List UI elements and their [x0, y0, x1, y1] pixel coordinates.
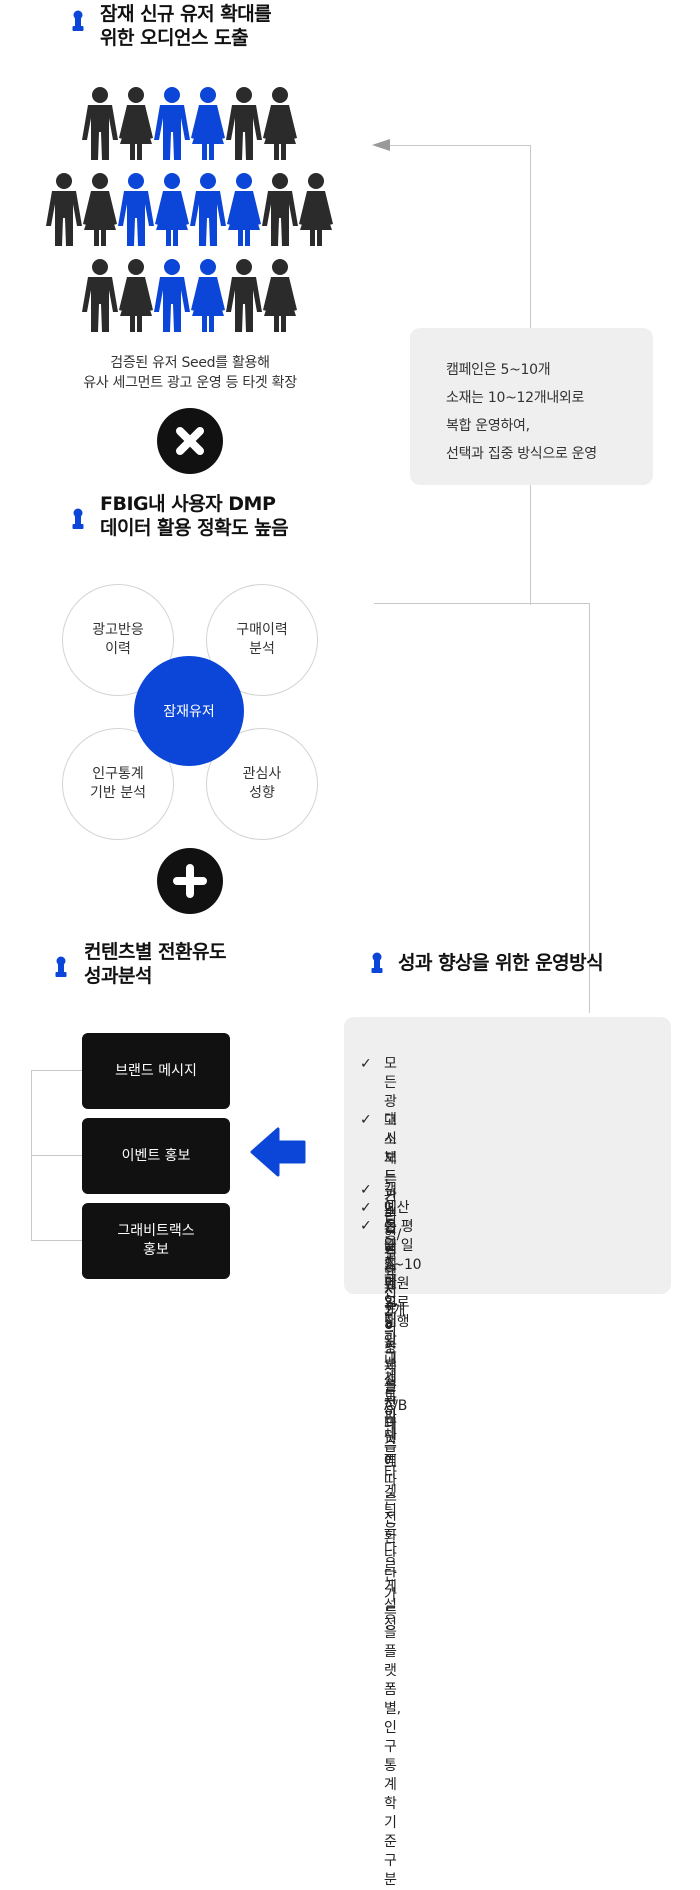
person-icon — [155, 173, 189, 246]
person-icon — [263, 259, 297, 332]
section1-title: 잠재 신규 유저 확대를 위한 오디언스 도출 — [100, 3, 272, 49]
times-icon — [157, 408, 223, 474]
note-line: 복합 운영하여, — [446, 418, 530, 434]
section3-title: 컨텐츠별 전환유도 성과분석 — [84, 941, 226, 987]
section1-caption-line1: 검증된 유저 Seed를 활용해 — [110, 355, 270, 371]
content-box-event-promo: 이벤트 홍보 — [82, 1118, 230, 1194]
circle-ad-response-history: 광고반응 이력 — [62, 584, 174, 696]
bracket-line — [31, 1240, 82, 1241]
connector-line — [589, 603, 590, 1013]
campaign-note-box: 캠페인은 5~10개 소재는 10~12개내외로 복합 운영하여, 선택과 집중… — [410, 328, 653, 485]
operation-method-box: ✓ 모든 광고 소재는 기본형/컬렉션 2개의 소재를 A/B테스트 ✓ 대시보… — [344, 1017, 671, 1888]
checkmark-icon: ✓ — [360, 1182, 372, 1198]
person-icon — [226, 87, 262, 160]
checkmark-icon: ✓ — [360, 1112, 372, 1128]
checkmark-icon: ✓ — [360, 1218, 372, 1234]
note-line: 캠페인은 5~10개 — [446, 362, 551, 378]
person-icon — [191, 259, 225, 332]
content-box-brand-message: 브랜드 메시지 — [82, 1033, 230, 1109]
person-icon — [83, 173, 117, 246]
person-icon — [263, 87, 297, 160]
person-icon — [154, 87, 190, 160]
note-line: 소재는 10~12개내외로 — [446, 390, 585, 406]
section1-caption-line2: 유사 세그먼트 광고 운영 등 타겟 확장 — [83, 375, 297, 391]
section2-title: FBIG내 사용자 DMP 데이터 활용 정확도 높음 — [100, 493, 289, 539]
arrow-left-icon — [250, 1127, 306, 1177]
person-icon — [190, 173, 226, 246]
person-icon — [119, 87, 153, 160]
note-line: 선택과 집중 방식으로 운영 — [446, 446, 597, 462]
person-icon — [119, 259, 153, 332]
plus-icon — [157, 848, 223, 914]
person-icon — [191, 87, 225, 160]
location-pin-icon — [72, 508, 84, 529]
person-icon — [118, 173, 154, 246]
content-box-gravitrax-promo: 그래비트랙스 홍보 — [82, 1203, 230, 1279]
person-icon — [82, 259, 118, 332]
people-icon-grid — [46, 87, 333, 332]
person-icon — [262, 173, 298, 246]
arrow-left-icon — [372, 139, 390, 151]
circle-potential-users: 잠재유저 — [134, 656, 244, 766]
person-icon — [226, 259, 262, 332]
connector-line — [374, 603, 589, 604]
person-icon — [227, 173, 261, 246]
location-pin-icon — [72, 10, 84, 31]
bracket-line — [31, 1070, 82, 1071]
location-pin-icon — [371, 952, 383, 973]
section4-title: 성과 향상을 위한 운영방식 — [398, 952, 604, 974]
checkmark-icon: ✓ — [360, 1056, 372, 1072]
person-icon — [299, 173, 333, 246]
location-pin-icon — [55, 956, 67, 977]
person-icon — [46, 173, 82, 246]
person-icon — [82, 87, 118, 160]
checkmark-icon: ✓ — [360, 1200, 372, 1216]
bracket-line — [31, 1155, 82, 1156]
person-icon — [154, 259, 190, 332]
connector-line — [390, 145, 531, 146]
